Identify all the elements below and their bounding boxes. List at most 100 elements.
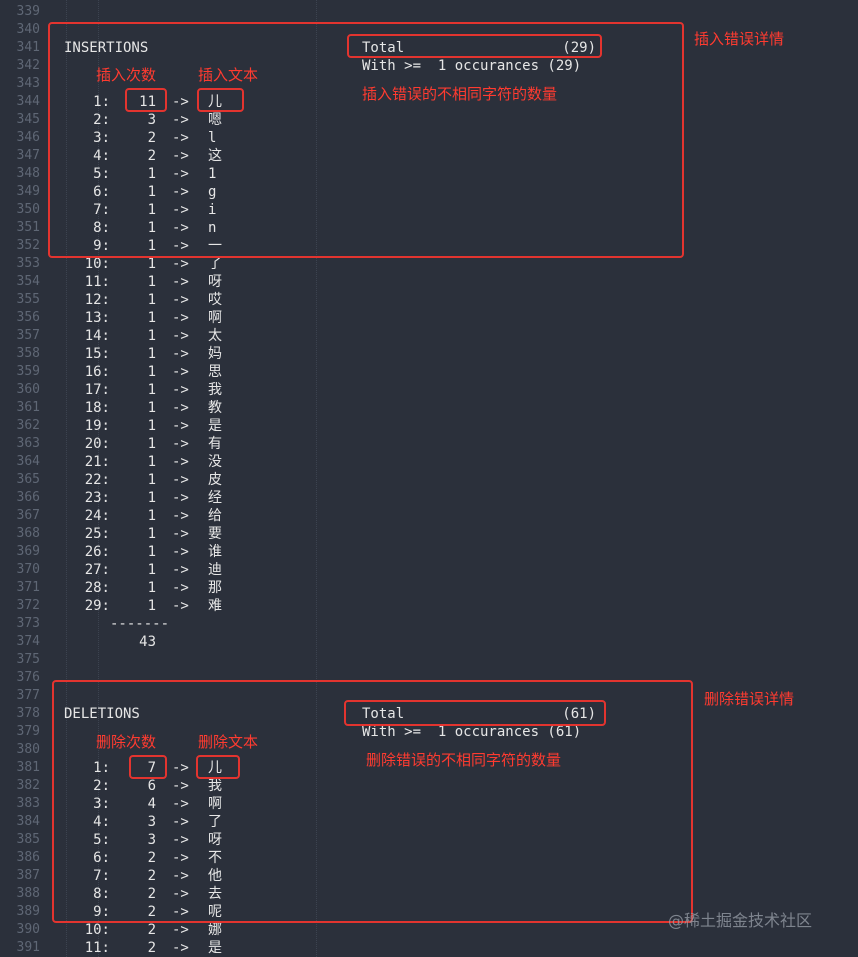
line-number: 352 [16, 238, 40, 253]
annotation-insertions-count: 插入次数 [96, 66, 157, 84]
line-number: 341 [16, 40, 40, 55]
insertions-row-count: 1 [147, 382, 156, 398]
insertions-total-label: Total [362, 40, 405, 56]
line-number: 371 [16, 580, 40, 595]
insertions-row-arrow: -> [172, 130, 189, 146]
insertions-row-char: 思 [208, 364, 222, 380]
insertions-row-count: 1 [147, 346, 156, 362]
deletions-row-index: 7: [93, 868, 110, 884]
deletions-row-arrow: -> [172, 832, 189, 848]
deletions-row-arrow: -> [172, 760, 189, 776]
insertions-row-char: g [208, 184, 217, 200]
deletions-row-index: 3: [93, 796, 110, 812]
insertions-row-arrow: -> [172, 418, 189, 434]
insertions-row-count: 11 [139, 94, 156, 110]
deletions-row-arrow: -> [172, 778, 189, 794]
line-number: 360 [16, 382, 40, 397]
line-number: 374 [16, 634, 40, 649]
insertions-row-index: 2: [93, 112, 110, 128]
insertions-row-index: 14: [84, 328, 110, 344]
deletions-header: DELETIONS [64, 706, 140, 722]
insertions-row-arrow: -> [172, 166, 189, 182]
line-number: 344 [16, 94, 40, 109]
insertions-row-count: 1 [147, 202, 156, 218]
insertions-row-count: 1 [147, 472, 156, 488]
insertions-row-count: 1 [147, 454, 156, 470]
insertions-row-count: 3 [147, 112, 156, 128]
insertions-row-index: 13: [84, 310, 110, 326]
insertions-row-char: i [208, 202, 217, 218]
insertions-row-char: 有 [208, 436, 222, 452]
line-number: 364 [16, 454, 40, 469]
insertions-row-arrow: -> [172, 436, 189, 452]
insertions-row-arrow: -> [172, 292, 189, 308]
insertions-row-arrow: -> [172, 526, 189, 542]
insertions-row-index: 26: [84, 544, 110, 560]
insertions-row-char: 太 [208, 328, 222, 344]
line-number: 378 [16, 706, 40, 721]
insertions-row-arrow: -> [172, 220, 189, 236]
line-number: 377 [16, 688, 40, 703]
line-number: 373 [16, 616, 40, 631]
watermark: @稀土掘金技术社区 [668, 911, 813, 930]
insertions-row-arrow: -> [172, 94, 189, 110]
line-number: 353 [16, 256, 40, 271]
line-number: 387 [16, 868, 40, 883]
line-number: 372 [16, 598, 40, 613]
insertions-separator: ------- [110, 616, 170, 632]
insertions-row-arrow: -> [172, 454, 189, 470]
insertions-row-count: 1 [147, 562, 156, 578]
insertions-row-arrow: -> [172, 328, 189, 344]
line-number: 376 [16, 670, 40, 685]
insertions-row-char: 嗯 [208, 112, 222, 128]
insertions-row-count: 1 [147, 256, 156, 272]
deletions-row-arrow: -> [172, 940, 189, 956]
line-number: 368 [16, 526, 40, 541]
insertions-row-arrow: -> [172, 382, 189, 398]
insertions-row-arrow: -> [172, 364, 189, 380]
insertions-row-arrow: -> [172, 238, 189, 254]
insertions-row-arrow: -> [172, 184, 189, 200]
line-number: 351 [16, 220, 40, 235]
insertions-row-char: 那 [208, 580, 222, 596]
deletions-row-count: 3 [147, 832, 156, 848]
insertions-row-count: 1 [147, 310, 156, 326]
insertions-sum: 43 [139, 634, 156, 650]
insertions-row-index: 25: [84, 526, 110, 542]
annotation-deletions-count: 删除次数 [96, 733, 157, 751]
insertions-row-index: 29: [84, 598, 110, 614]
line-number: 379 [16, 724, 40, 739]
deletions-row-char: 呀 [208, 832, 222, 848]
line-number: 365 [16, 472, 40, 487]
line-number: 380 [16, 742, 40, 757]
insertions-row-char: 是 [208, 418, 222, 434]
insertions-row-arrow: -> [172, 562, 189, 578]
insertions-row-char: 经 [208, 490, 222, 506]
line-number: 358 [16, 346, 40, 361]
insertions-row-index: 9: [93, 238, 110, 254]
insertions-row-arrow: -> [172, 274, 189, 290]
insertions-row-index: 7: [93, 202, 110, 218]
insertions-row-index: 21: [84, 454, 110, 470]
insertions-row-arrow: -> [172, 490, 189, 506]
deletions-count-box [129, 755, 167, 779]
line-number: 340 [16, 22, 40, 37]
line-number: 385 [16, 832, 40, 847]
annotation-insertions-text: 插入文本 [198, 66, 259, 84]
insertions-row-index: 12: [84, 292, 110, 308]
insertions-row-arrow: -> [172, 346, 189, 362]
line-number: 389 [16, 904, 40, 919]
insertions-row-char: 妈 [208, 346, 222, 362]
indent-guide [316, 0, 317, 957]
deletions-row-arrow: -> [172, 868, 189, 884]
line-number: 388 [16, 886, 40, 901]
line-number: 363 [16, 436, 40, 451]
deletions-row-arrow: -> [172, 922, 189, 938]
deletions-row-count: 2 [147, 868, 156, 884]
line-number: 349 [16, 184, 40, 199]
deletions-row-arrow: -> [172, 796, 189, 812]
deletions-total-value: (61) [562, 706, 596, 722]
line-number: 391 [16, 940, 40, 955]
insertions-row-arrow: -> [172, 148, 189, 164]
